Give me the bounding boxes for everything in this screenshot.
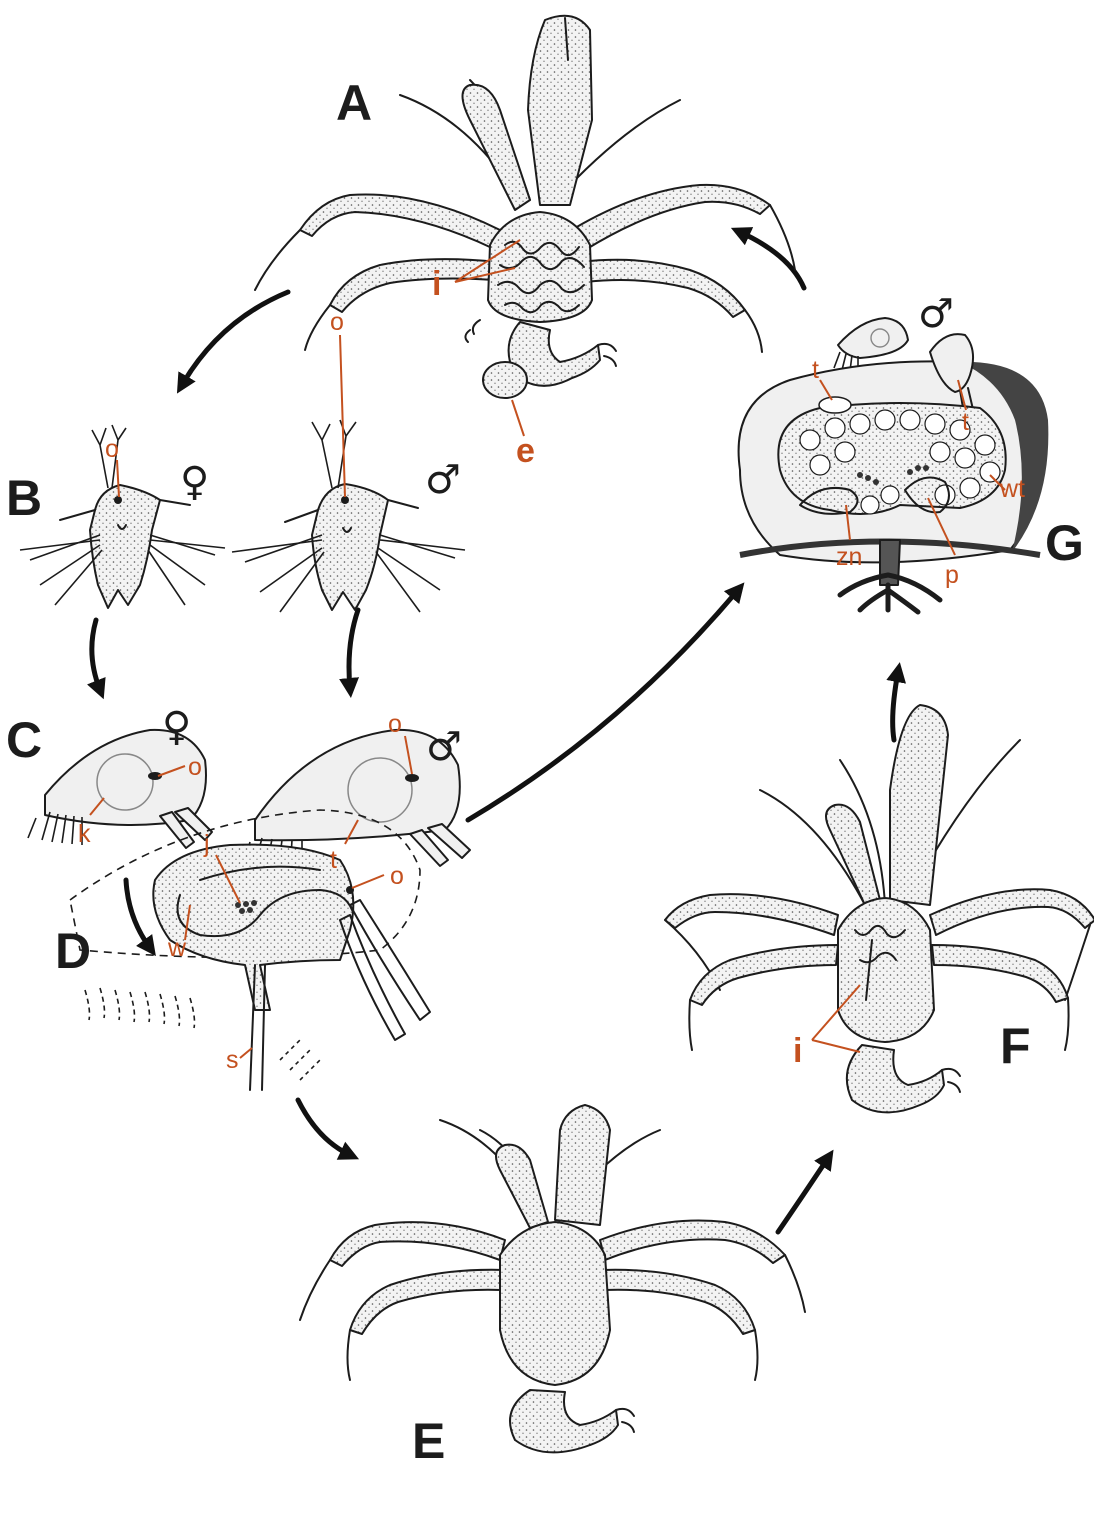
callout-A-e: e xyxy=(516,432,535,470)
stage-label-F: F xyxy=(1000,1018,1031,1074)
stage-E-hermit-crab xyxy=(300,1105,805,1452)
arrow-B-to-C-male xyxy=(349,610,358,688)
callout-F-i: i xyxy=(793,1032,802,1070)
arrow-C-male-to-G xyxy=(468,590,738,820)
female-symbol-B: ♀ xyxy=(180,459,209,505)
stage-A-hermit-crab xyxy=(255,16,795,398)
male-symbol-C: ♂ xyxy=(426,724,462,770)
arrow-D-to-E xyxy=(298,1100,350,1155)
callout-G-zn: zn xyxy=(836,543,862,571)
callout-B-male-o: o xyxy=(330,308,344,336)
callout-A-i: i xyxy=(432,265,441,303)
arrow-A-to-B xyxy=(182,292,288,385)
stage-D-settled-female xyxy=(70,810,430,1090)
callout-D-s: s xyxy=(226,1046,239,1074)
callout-D-w: w xyxy=(167,934,187,962)
callout-G-wt: wt xyxy=(999,475,1025,503)
male-symbol-G: ♂ xyxy=(918,291,954,337)
arrow-F-to-G xyxy=(893,672,898,740)
stage-G-externa-section xyxy=(739,318,1049,612)
stage-label-E: E xyxy=(412,1413,445,1469)
callout-C-female-k: k xyxy=(78,820,91,848)
callout-C-male-o: o xyxy=(388,710,402,738)
female-symbol-C: ♀ xyxy=(162,704,191,750)
stage-B-nauplius-male xyxy=(232,420,465,612)
stage-label-C: C xyxy=(6,712,42,768)
callout-D-o: o xyxy=(390,862,404,890)
callout-G-p: p xyxy=(945,561,959,589)
callout-G-t-top: t xyxy=(812,356,819,384)
callout-B-female-o: o xyxy=(105,435,119,463)
callout-C-male-t: t xyxy=(330,846,337,874)
stage-label-B: B xyxy=(6,470,42,526)
stage-B-nauplius-female xyxy=(20,425,225,608)
callout-C-female-o: o xyxy=(188,753,202,781)
arrow-E-to-F xyxy=(778,1158,828,1232)
callout-G-t-right: t xyxy=(962,408,969,436)
stage-label-G: G xyxy=(1045,515,1084,571)
arrow-B-to-C-female xyxy=(92,620,100,690)
arrow-C-to-D xyxy=(126,880,150,948)
arrow-G-to-A xyxy=(740,232,804,288)
stage-label-D: D xyxy=(55,923,91,979)
stage-label-A: A xyxy=(336,75,372,131)
callout-D-j: j xyxy=(203,830,210,858)
male-symbol-B: ♂ xyxy=(425,457,461,503)
